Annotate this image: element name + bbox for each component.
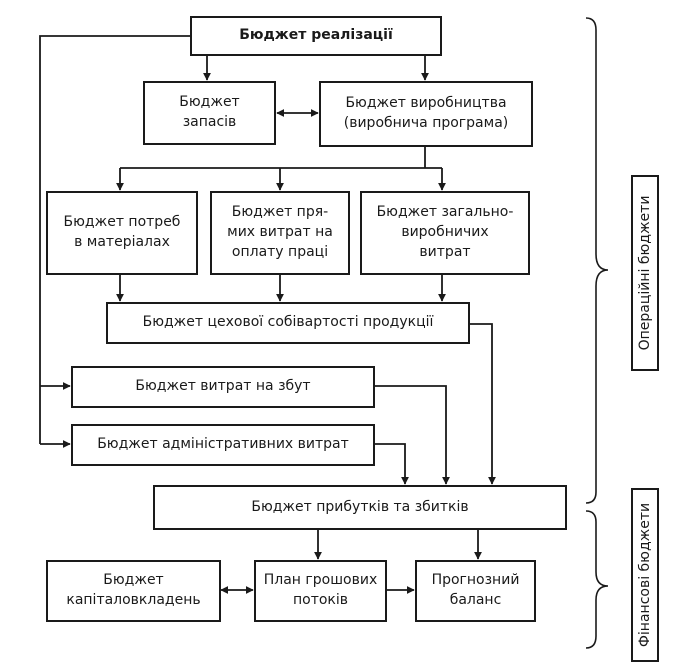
production-budget-label: Бюджет виробництва (виробнича програма) [343,95,509,131]
profit-loss-budget-label: Бюджет прибутків та збитків [251,498,469,515]
direct-labor-budget-box: Бюджет пря- мих витрат на оплату праці [210,191,350,275]
selling-expense-budget-box: Бюджет витрат на збут [71,366,375,408]
overhead-budget-label: Бюджет загально- виробничих витрат [376,204,514,260]
profit-loss-budget-box: Бюджет прибутків та збитків [153,485,567,530]
sales-budget-box: Бюджет реалізації [190,16,442,56]
shop-cost-budget-box: Бюджет цехової собівартості продукції [106,302,470,344]
admin-expense-budget-box: Бюджет адміністративних витрат [71,424,375,466]
forecast-balance-box: Прогнозний баланс [415,560,536,622]
admin-expense-budget-label: Бюджет адміністративних витрат [97,436,349,453]
cash-flow-plan-label: План грошових потоків [263,572,378,608]
cash-flow-plan-box: План грошових потоків [254,560,387,622]
financial-budgets-label: Фінансові бюджети [637,502,653,648]
financial-budgets-label-box: Фінансові бюджети [631,488,659,662]
capex-budget-label: Бюджет капіталовкладень [66,572,201,608]
overhead-budget-box: Бюджет загально- виробничих витрат [360,191,530,275]
operational-budgets-label-box: Операційні бюджети [631,175,659,371]
forecast-balance-label: Прогнозний баланс [431,572,520,608]
shop-cost-budget-label: Бюджет цехової собівартості продукції [142,314,434,331]
inventory-budget-label: Бюджет запасів [179,94,240,130]
capex-budget-box: Бюджет капіталовкладень [46,560,221,622]
direct-labor-budget-label: Бюджет пря- мих витрат на оплату праці [227,204,333,260]
materials-budget-label: Бюджет потреб в матеріалах [63,214,181,250]
inventory-budget-box: Бюджет запасів [143,81,276,145]
operational-budgets-label: Операційні бюджети [637,195,653,351]
materials-budget-box: Бюджет потреб в матеріалах [46,191,198,275]
group-braces [585,17,609,649]
selling-expense-budget-label: Бюджет витрат на збут [135,378,311,395]
production-budget-box: Бюджет виробництва (виробнича програма) [319,81,533,147]
sales-budget-label: Бюджет реалізації [239,27,393,44]
